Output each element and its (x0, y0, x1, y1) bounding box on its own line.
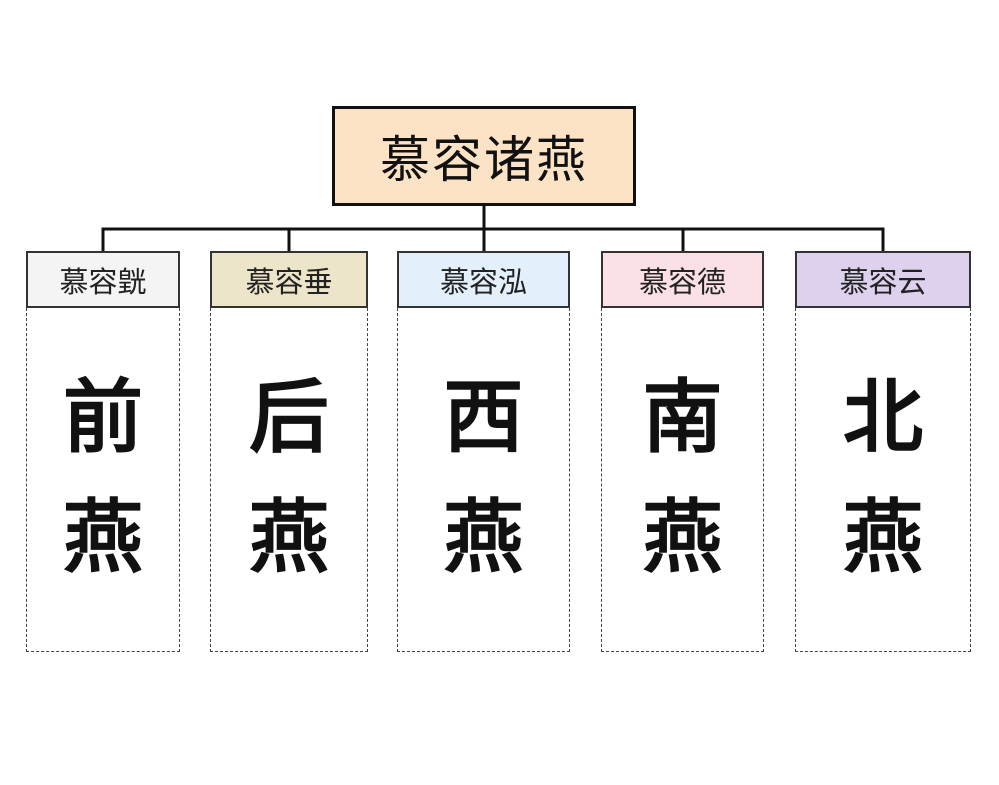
kingdom-char: 前 (63, 370, 143, 464)
founder-node-2: 慕容垂 (210, 251, 368, 308)
kingdom-name: 前燕 (27, 368, 179, 586)
kingdom-name: 北燕 (796, 368, 970, 586)
kingdom-char: 西 (443, 370, 524, 464)
kingdom-panel-4: 南燕 (601, 308, 764, 652)
founder-node-5: 慕容云 (795, 251, 971, 308)
kingdom-name: 后燕 (211, 368, 367, 586)
root-node: 慕容诸燕 (332, 106, 636, 206)
kingdom-panel-1: 前燕 (26, 308, 180, 652)
kingdom-panel-3: 西燕 (397, 308, 570, 652)
kingdom-char: 南 (642, 370, 723, 464)
kingdom-panel-2: 后燕 (210, 308, 368, 652)
kingdom-char: 燕 (63, 490, 143, 584)
founder-node-4: 慕容德 (601, 251, 764, 308)
kingdom-char: 后 (249, 370, 329, 464)
kingdom-char: 燕 (249, 490, 329, 584)
kingdom-char: 燕 (642, 490, 723, 584)
kingdom-name: 西燕 (398, 368, 569, 586)
kingdom-panel-5: 北燕 (795, 308, 971, 652)
kingdom-name: 南燕 (602, 368, 763, 586)
kingdom-char: 燕 (843, 490, 923, 584)
founder-node-1: 慕容皝 (26, 251, 180, 308)
founder-node-3: 慕容泓 (397, 251, 570, 308)
kingdom-char: 北 (843, 370, 923, 464)
kingdom-char: 燕 (443, 490, 524, 584)
